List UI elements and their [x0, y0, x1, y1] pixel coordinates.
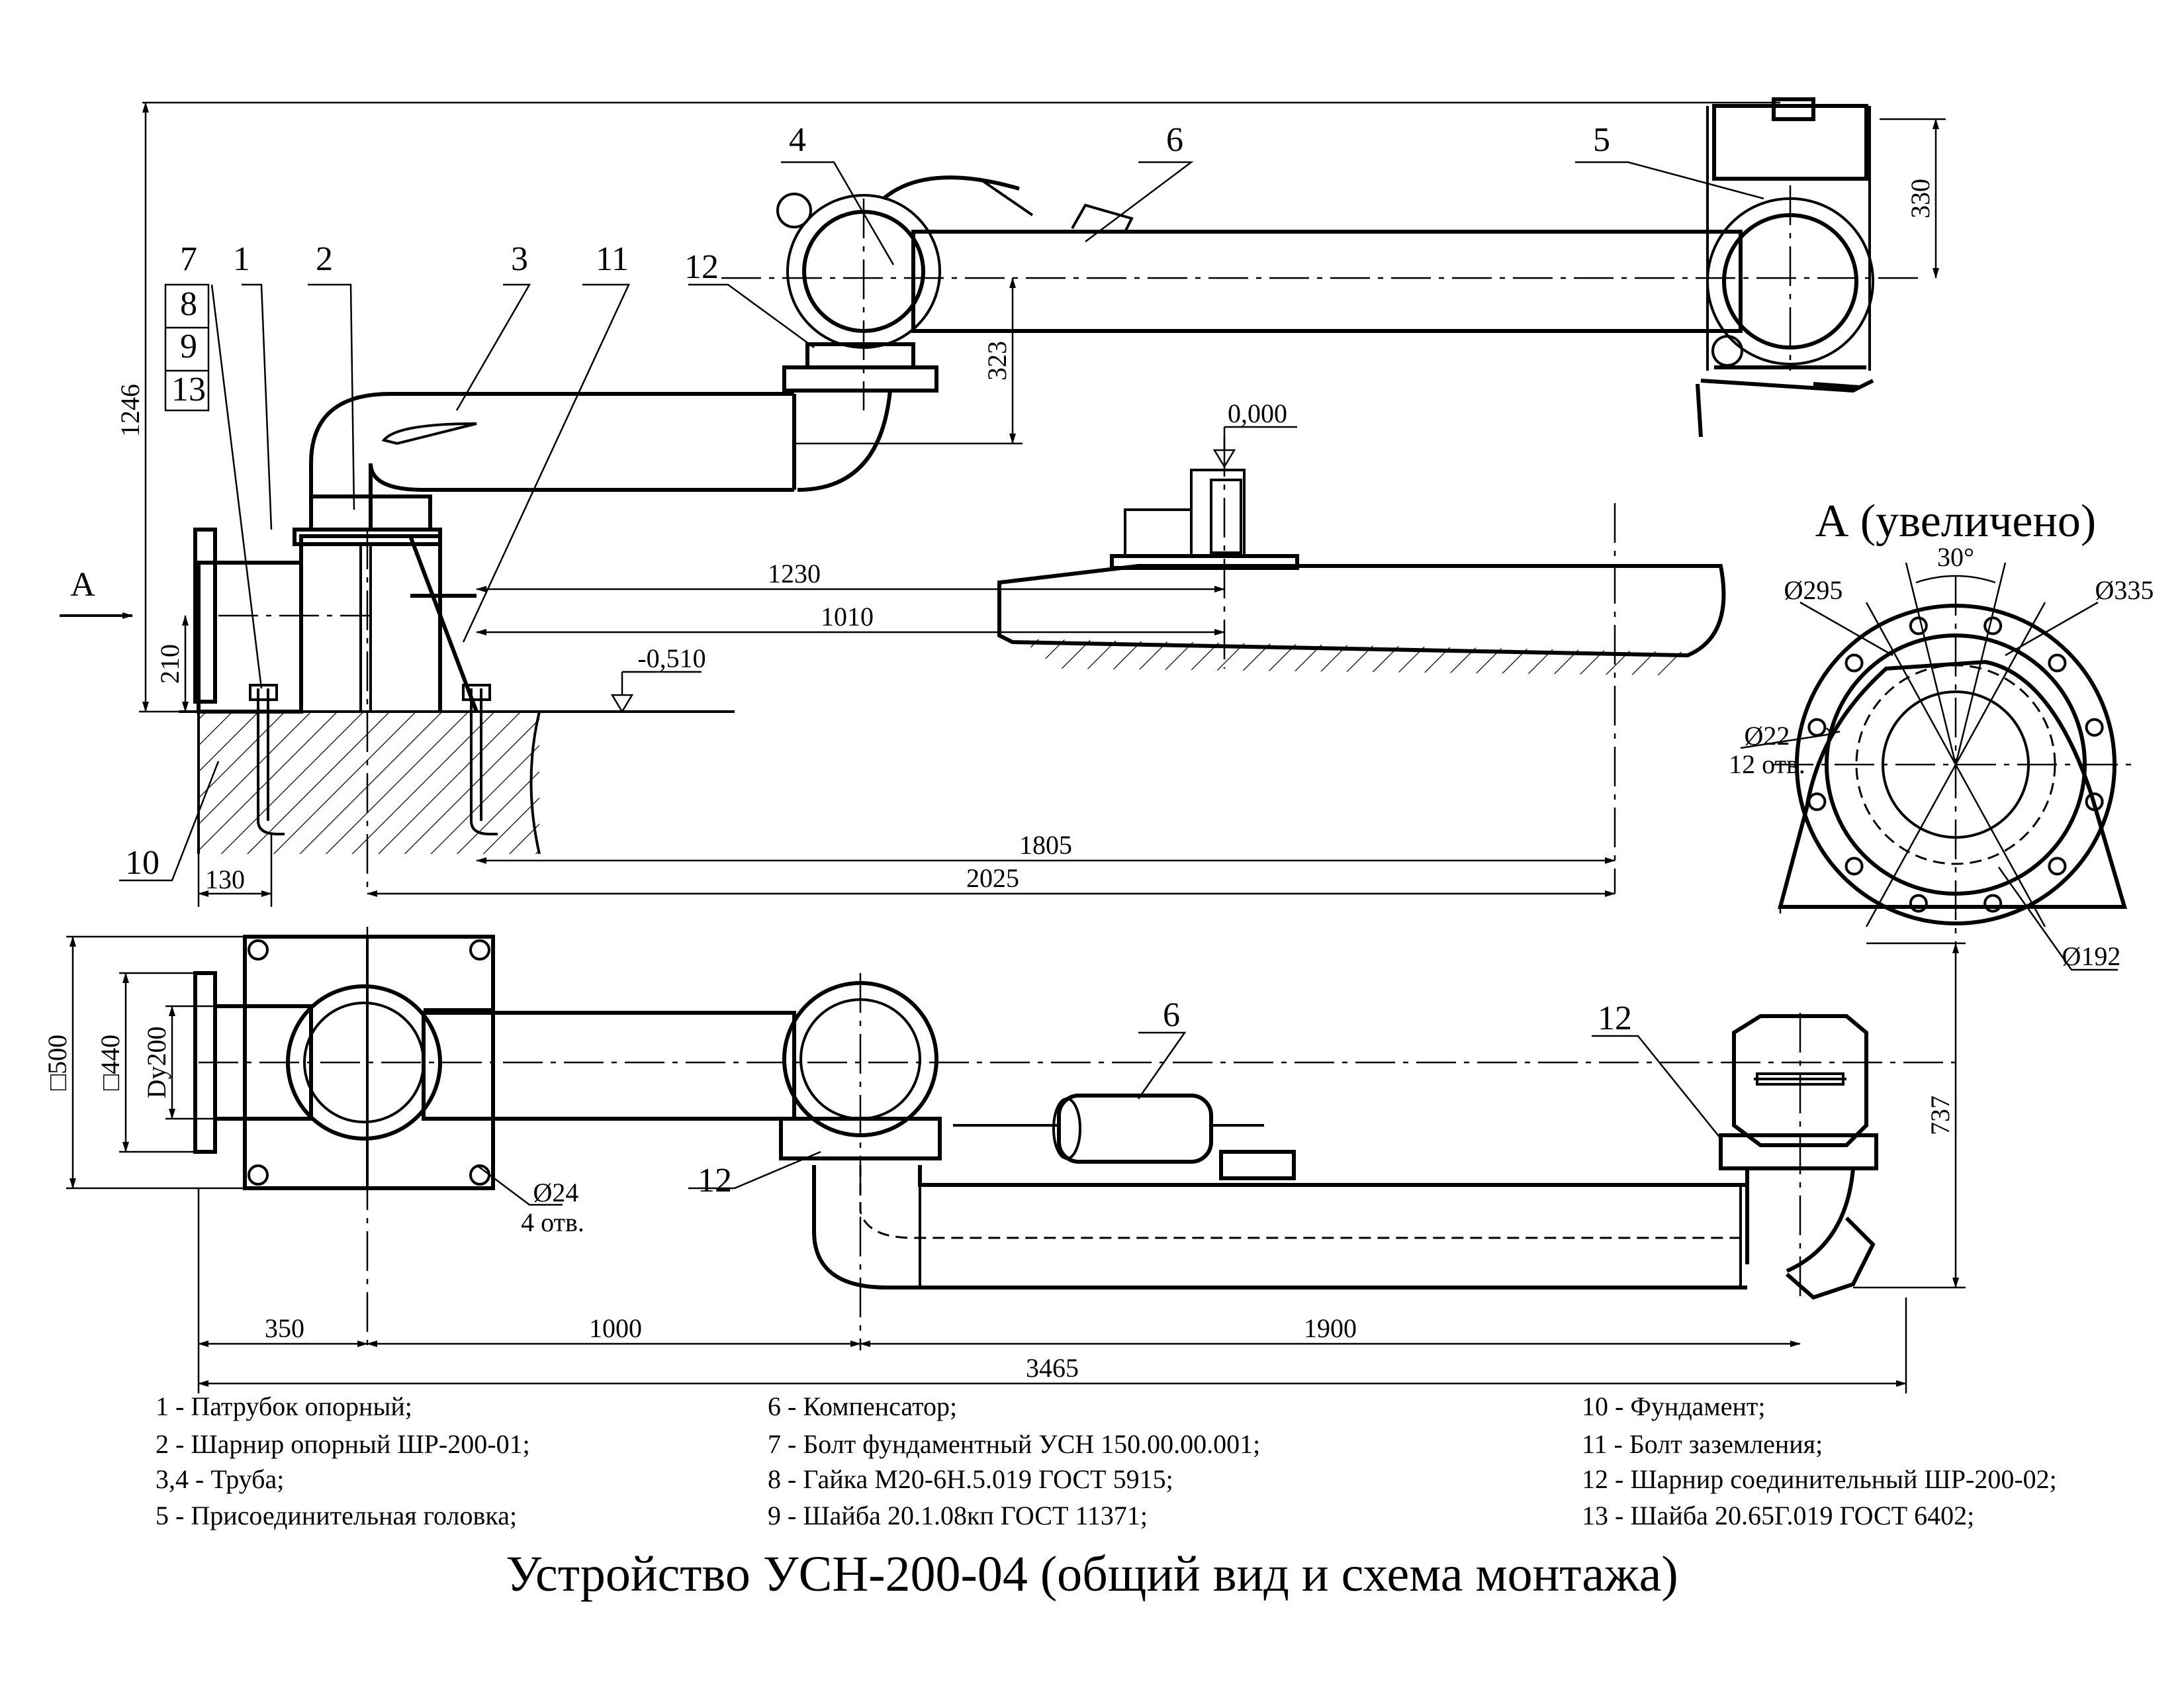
dim-323: 323 [982, 341, 1012, 381]
legend-col2-item3: 8 - Гайка М20-6Н.5.019 ГОСТ 5915; [768, 1464, 1173, 1494]
dim-22: Ø22 [1745, 721, 1790, 751]
bolt-hole [1909, 616, 1928, 635]
legend-col1-item3: 3,4 - Труба; [156, 1464, 285, 1494]
bolt-hole [2048, 653, 2067, 673]
dim-335: Ø335 [2095, 575, 2154, 605]
bolt-hole [1983, 894, 2003, 913]
dim-1246: 1246 [115, 384, 145, 437]
bolt-hole [2085, 792, 2104, 812]
callout-13: 13 [171, 371, 206, 408]
side-elevation-view [60, 97, 1946, 907]
callout-7: 7 [180, 240, 197, 278]
callout-12-plan-right: 12 [1598, 1000, 1632, 1037]
dim-1900: 1900 [1304, 1313, 1357, 1343]
dim-1010: 1010 [821, 602, 874, 632]
level-zero: 0,000 [1228, 399, 1287, 428]
bolt-hole [1983, 616, 2003, 635]
dim-737: 737 [1925, 1096, 1955, 1135]
bolt-hole [2085, 718, 2104, 737]
flange-bolt-holes [1807, 616, 2104, 913]
dim-1230: 1230 [768, 559, 821, 588]
legend-col3-item2: 11 - Болт заземления; [1582, 1429, 1823, 1459]
legend-col2-item2: 7 - Болт фундаментный УСН 150.00.00.001; [768, 1429, 1261, 1459]
legend-col3-item3: 12 - Шарнир соединительный ШР-200-02; [1582, 1464, 2057, 1494]
callout-5: 5 [1593, 121, 1610, 159]
labels: 1246 330 323 210 1230 1010 1805 2025 130… [42, 121, 2154, 1383]
dim-130: 130 [205, 865, 245, 894]
dim-1000: 1000 [589, 1313, 642, 1343]
legend-col2-item1: 6 - Компенсатор; [768, 1391, 958, 1421]
view-arrow-label: А [70, 566, 95, 604]
callout-6: 6 [1166, 121, 1183, 159]
legend-col3-item4: 13 - Шайба 20.65Г.019 ГОСТ 6402; [1582, 1501, 1975, 1530]
callout-10: 10 [125, 844, 159, 882]
loading-head-5 [1696, 97, 1874, 438]
dim-24: Ø24 [533, 1178, 579, 1207]
dim-1805: 1805 [1019, 830, 1072, 860]
foundation-bolt-right [462, 684, 498, 835]
drawing-title: Устройство УСН-200-04 (общий вид и схема… [506, 1546, 1678, 1602]
callout-6-plan: 6 [1163, 996, 1180, 1034]
dim-2025: 2025 [966, 863, 1019, 893]
dim-350: 350 [265, 1313, 304, 1343]
callout-2: 2 [316, 240, 333, 278]
plan-view [66, 927, 1966, 1393]
bolt-hole [1844, 857, 1864, 876]
bolt-hole [1807, 718, 1827, 737]
dim-210: 210 [155, 644, 185, 684]
callout-4: 4 [789, 121, 806, 159]
dim-295: Ø295 [1784, 575, 1843, 605]
legend-col1-item4: 5 - Присоединительная головка; [156, 1501, 518, 1530]
bolt-hole [1807, 792, 1827, 812]
level-minus: -0,510 [637, 643, 705, 673]
callout-12-plan-left: 12 [698, 1162, 732, 1199]
callout-1: 1 [233, 240, 250, 278]
compensator-6 [953, 1094, 1296, 1180]
callout-3: 3 [511, 240, 528, 278]
dim-330: 330 [1905, 179, 1935, 218]
dim-30deg: 30° [1937, 542, 1974, 572]
foundation-bolt-left [249, 684, 285, 835]
callout-8: 8 [180, 285, 197, 323]
view-a-detail [1740, 562, 2131, 971]
legend-col1-item1: 1 - Патрубок опорный; [156, 1391, 412, 1421]
callout-9: 9 [180, 328, 197, 365]
callout-11: 11 [596, 240, 629, 278]
dim-500: □500 [42, 1035, 72, 1090]
reference-platform [997, 437, 1726, 894]
bolt-hole [1844, 653, 1864, 673]
callout-12: 12 [684, 248, 719, 286]
bolt-hole [2048, 857, 2067, 876]
legend-col2-item4: 9 - Шайба 20.1.08кп ГОСТ 11371; [768, 1501, 1148, 1530]
view-a-title: А (увеличено) [1815, 496, 2097, 547]
foundation-hatch [199, 712, 539, 854]
dim-22-note: 12 отв. [1729, 749, 1805, 779]
dim-3465: 3465 [1026, 1353, 1079, 1383]
legend-col1-item2: 2 - Шарнир опорный ШР-200-01; [156, 1429, 530, 1459]
bolt-hole [1909, 894, 1928, 913]
legend-col3-item1: 10 - Фундамент; [1582, 1391, 1766, 1421]
dim-24-note: 4 отв. [521, 1207, 584, 1237]
dim-440: □440 [95, 1035, 125, 1090]
dim-192: Ø192 [2062, 941, 2121, 971]
pipe-4 [911, 230, 1743, 333]
dim-dy200: Dy200 [142, 1027, 171, 1099]
loading-head-plan [1719, 1014, 1878, 1300]
